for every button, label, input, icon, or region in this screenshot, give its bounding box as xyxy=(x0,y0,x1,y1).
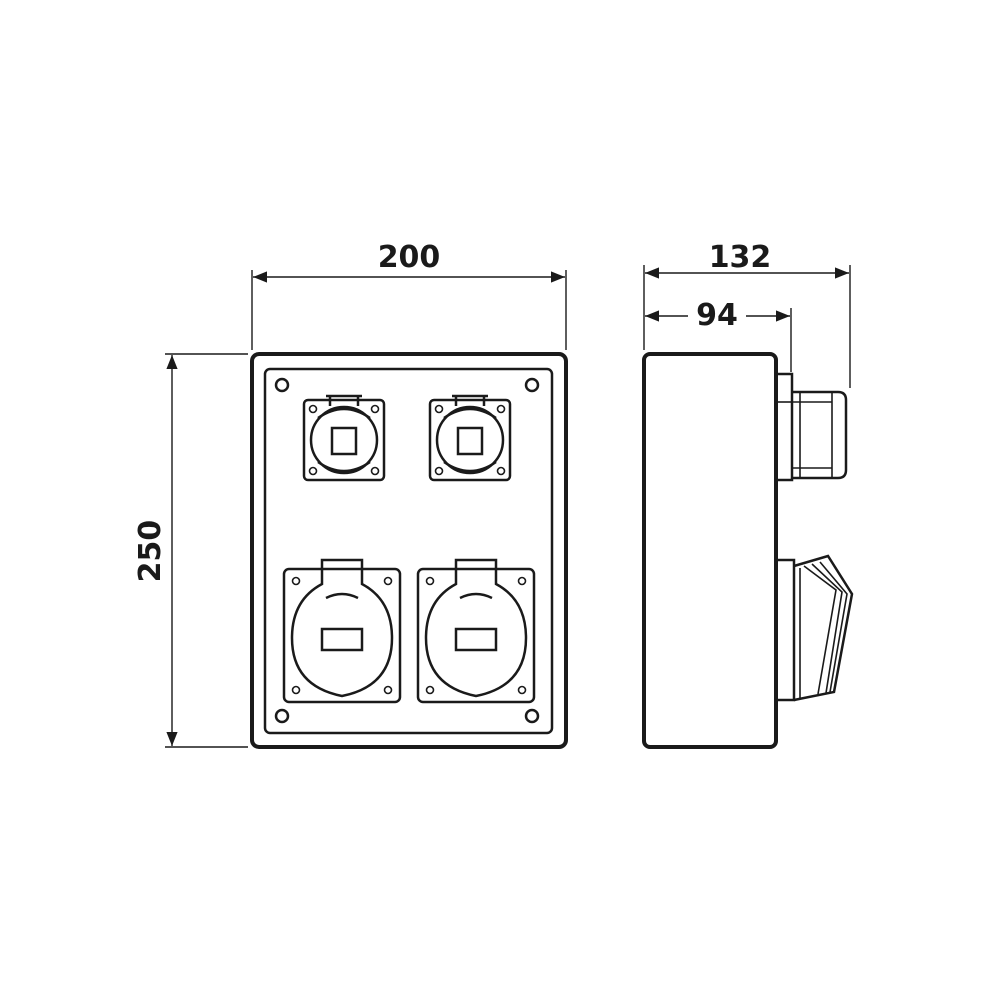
small-socket-left xyxy=(302,394,386,482)
dimension-side-total: 132 xyxy=(643,240,851,388)
dimension-side-body: 94 xyxy=(645,298,792,372)
front-width-label: 200 xyxy=(378,240,441,275)
small-socket-right xyxy=(428,394,512,482)
side-large-socket xyxy=(776,554,854,702)
front-height-label: 250 xyxy=(133,520,168,583)
large-socket-left xyxy=(282,558,402,704)
front-view xyxy=(250,352,568,749)
side-small-socket xyxy=(776,372,848,482)
side-body-label: 94 xyxy=(696,298,738,333)
large-socket-right xyxy=(416,558,536,704)
enclosure-outline xyxy=(250,352,568,749)
front-panel xyxy=(263,367,554,735)
dimension-front-height: 250 xyxy=(133,353,248,748)
side-total-label: 132 xyxy=(709,240,772,275)
panel-screws xyxy=(274,377,540,724)
side-body-outline xyxy=(642,352,778,749)
dimension-front-width: 200 xyxy=(251,240,567,350)
side-view xyxy=(642,352,854,749)
